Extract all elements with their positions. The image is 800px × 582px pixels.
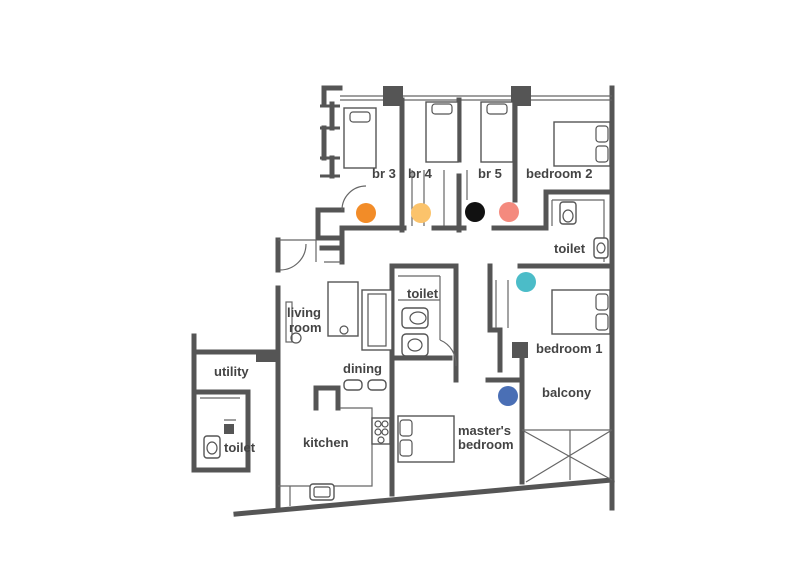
bed-br4 (425, 101, 459, 163)
label-master-line1: master's (458, 423, 511, 438)
label-living-line2: room (289, 320, 322, 335)
marker-black (465, 202, 485, 222)
bed-br5 (480, 101, 514, 163)
marker-light-orange (411, 203, 431, 223)
toilet-right-fixtures (559, 201, 609, 259)
columns (224, 86, 531, 434)
dining-chairs (343, 379, 387, 391)
living-sofa (285, 281, 393, 351)
door-swings (279, 185, 457, 367)
bed-bedroom2 (553, 121, 611, 167)
marker-salmon (499, 202, 519, 222)
label-br4: br 4 (408, 166, 433, 181)
fixtures (203, 101, 611, 501)
kitchen-hob (371, 417, 391, 445)
marker-orange (356, 203, 376, 223)
room-labels: br 3 br 4 br 5 bedroom 2 toilet toilet l… (214, 166, 602, 455)
bed-master (397, 415, 455, 463)
marker-blue (498, 386, 518, 406)
label-br5: br 5 (478, 166, 502, 181)
label-bedroom2: bedroom 2 (526, 166, 592, 181)
bed-br3 (343, 107, 377, 169)
label-toilet-right: toilet (554, 241, 586, 256)
label-toilet-left: toilet (224, 440, 256, 455)
bed-bedroom1 (551, 289, 611, 335)
label-kitchen: kitchen (303, 435, 349, 450)
label-toilet-center: toilet (407, 286, 439, 301)
label-utility: utility (214, 364, 249, 379)
label-bedroom1: bedroom 1 (536, 341, 602, 356)
toilet-center-fixtures (401, 307, 429, 357)
walls (191, 85, 615, 517)
kitchen-sink (309, 483, 335, 501)
label-br3: br 3 (372, 166, 396, 181)
label-balcony: balcony (542, 385, 592, 400)
marker-teal (516, 272, 536, 292)
label-dining: dining (343, 361, 382, 376)
toilet-left-fixture (203, 435, 221, 459)
label-living-line1: living (287, 305, 321, 320)
room-markers (356, 202, 536, 406)
label-master-line2: bedroom (458, 437, 514, 452)
